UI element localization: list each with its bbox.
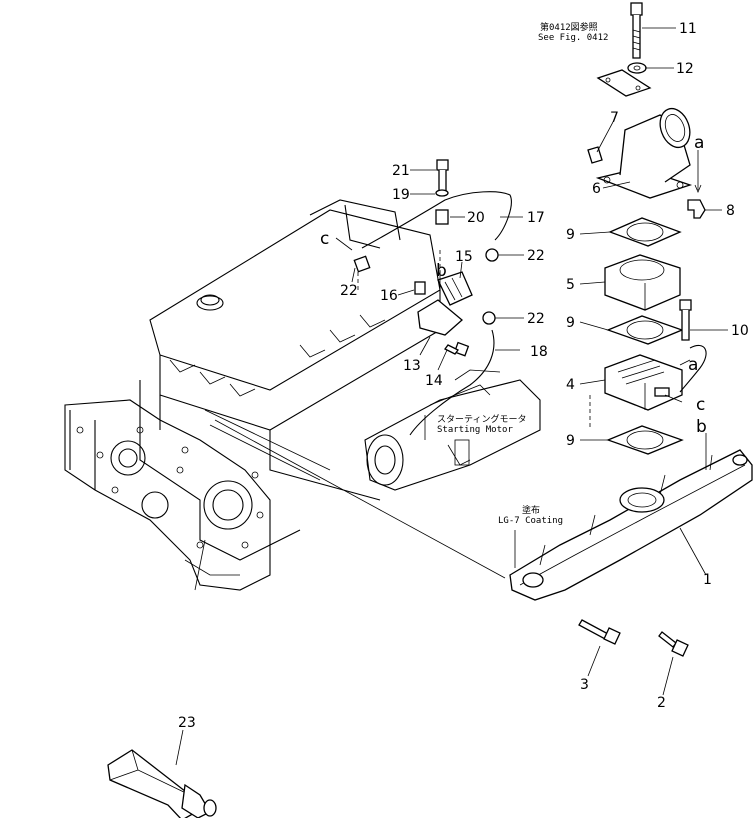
leader-lines [175,27,728,766]
callout-5: 5 [566,277,575,293]
callout-4: 4 [566,377,575,393]
callout-3: 3 [580,677,589,693]
callout-7: 7 [610,110,619,126]
marker-a-mid: a [688,355,698,375]
callout-15: 15 [455,249,473,265]
bracket-ref [596,69,652,97]
gasket-9-mid [606,315,684,345]
heater-4 [604,344,707,411]
plug-7 [587,146,603,164]
callout-19: 19 [392,187,410,203]
callout-14: 14 [425,373,443,389]
fig-ref-jp: 第0412図参照 [540,21,598,33]
intake-elbow-6 [595,107,693,199]
callout-22-upper: 22 [527,248,545,264]
intake-manifold-1 [509,449,753,601]
callout-6: 6 [592,181,601,197]
callout-10: 10 [731,323,749,339]
callout-9-mid: 9 [566,315,575,331]
callout-9-top: 9 [566,227,575,243]
callout-12: 12 [676,61,694,77]
fig-ref-en: See Fig. 0412 [538,33,608,43]
gasket-9-bottom [606,425,684,455]
callout-22-lower: 22 [527,311,545,327]
callout-9-bottom: 9 [566,433,575,449]
callout-23: 23 [178,715,196,731]
marker-b-right: b [696,417,707,437]
callout-17: 17 [527,210,545,226]
callout-1: 1 [703,572,712,588]
fitting-8 [687,199,706,219]
marker-c-left: c [320,229,329,249]
bolt-11 [630,2,643,59]
part-23-tool [107,749,217,818]
coating-en: LG-7 Coating [498,516,563,526]
callout-2: 2 [657,695,666,711]
marker-b-left: b [436,261,447,281]
callout-20: 20 [467,210,485,226]
bolt-10 [679,299,692,341]
marker-a-top: a [694,133,704,153]
callout-8: 8 [726,203,735,219]
callout-21: 21 [392,163,410,179]
engine-block [64,199,441,591]
marker-c-right: c [696,395,705,415]
callout-18: 18 [530,344,548,360]
starting-motor [364,369,541,491]
starting-motor-jp: スターティングモータ [437,413,526,425]
callout-16: 16 [380,288,398,304]
washer-12 [627,62,647,74]
coating-jp: 塗布 [522,504,540,516]
callout-13: 13 [403,358,421,374]
starting-motor-en: Starting Motor [437,425,513,435]
bolt-3 [578,619,621,645]
callout-11: 11 [679,21,697,37]
bolt-2 [658,631,689,657]
spacer-5 [604,254,681,311]
harness-group [353,159,512,436]
gasket-9-top [608,217,682,247]
callout-22-left: 22 [340,283,358,299]
